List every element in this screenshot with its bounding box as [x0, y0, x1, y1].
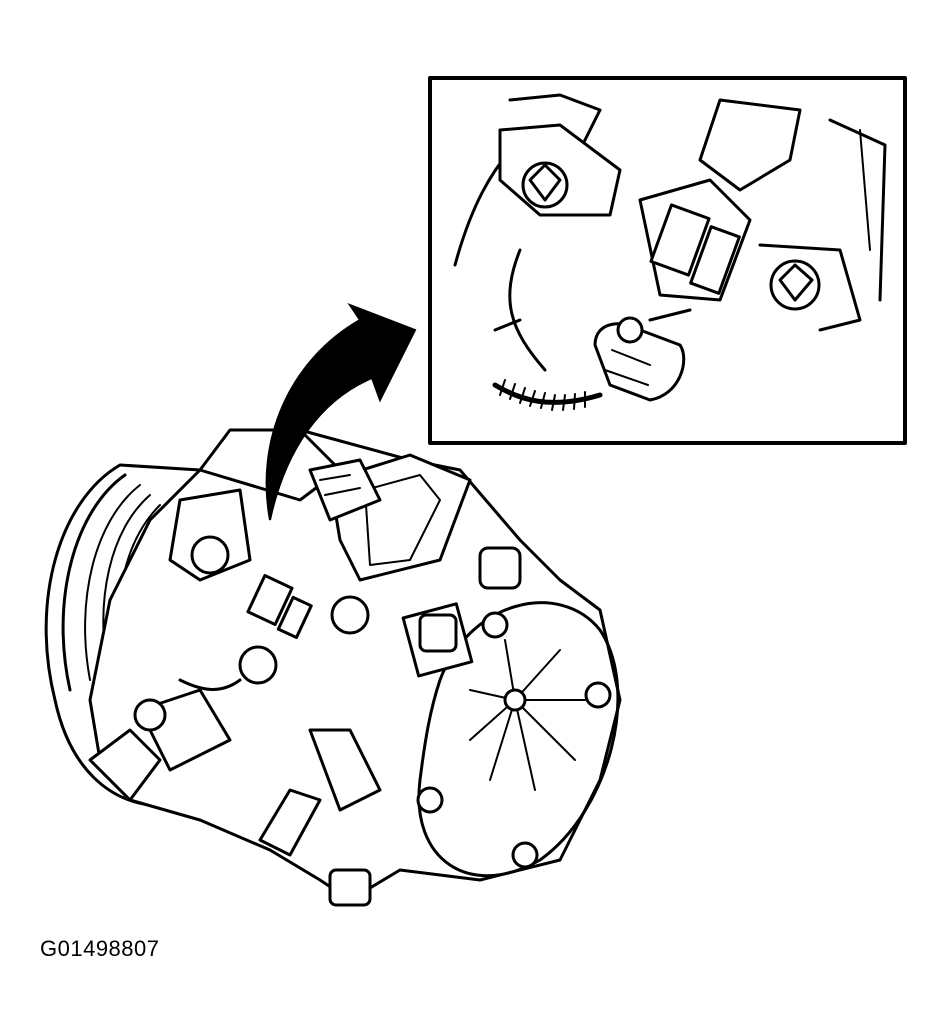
compressor-assembly [44, 428, 622, 907]
callout-arrow [265, 302, 417, 521]
figure-id-label: G01498807 [40, 936, 160, 961]
pressure-fitting [401, 546, 522, 678]
body-sensor [178, 574, 313, 691]
upper-connector [308, 458, 382, 522]
inset-sensor-connector [593, 308, 692, 402]
rear-head-ribs [469, 639, 586, 791]
wire-coils [499, 379, 586, 411]
detail-inset [428, 76, 907, 445]
bracket-bolt-left [190, 535, 230, 575]
rear-head-bolts [416, 611, 612, 869]
bracket-bolt-right [330, 595, 370, 635]
lower-pipe [258, 728, 382, 907]
left-connector [88, 688, 232, 802]
rear-head [417, 601, 620, 878]
